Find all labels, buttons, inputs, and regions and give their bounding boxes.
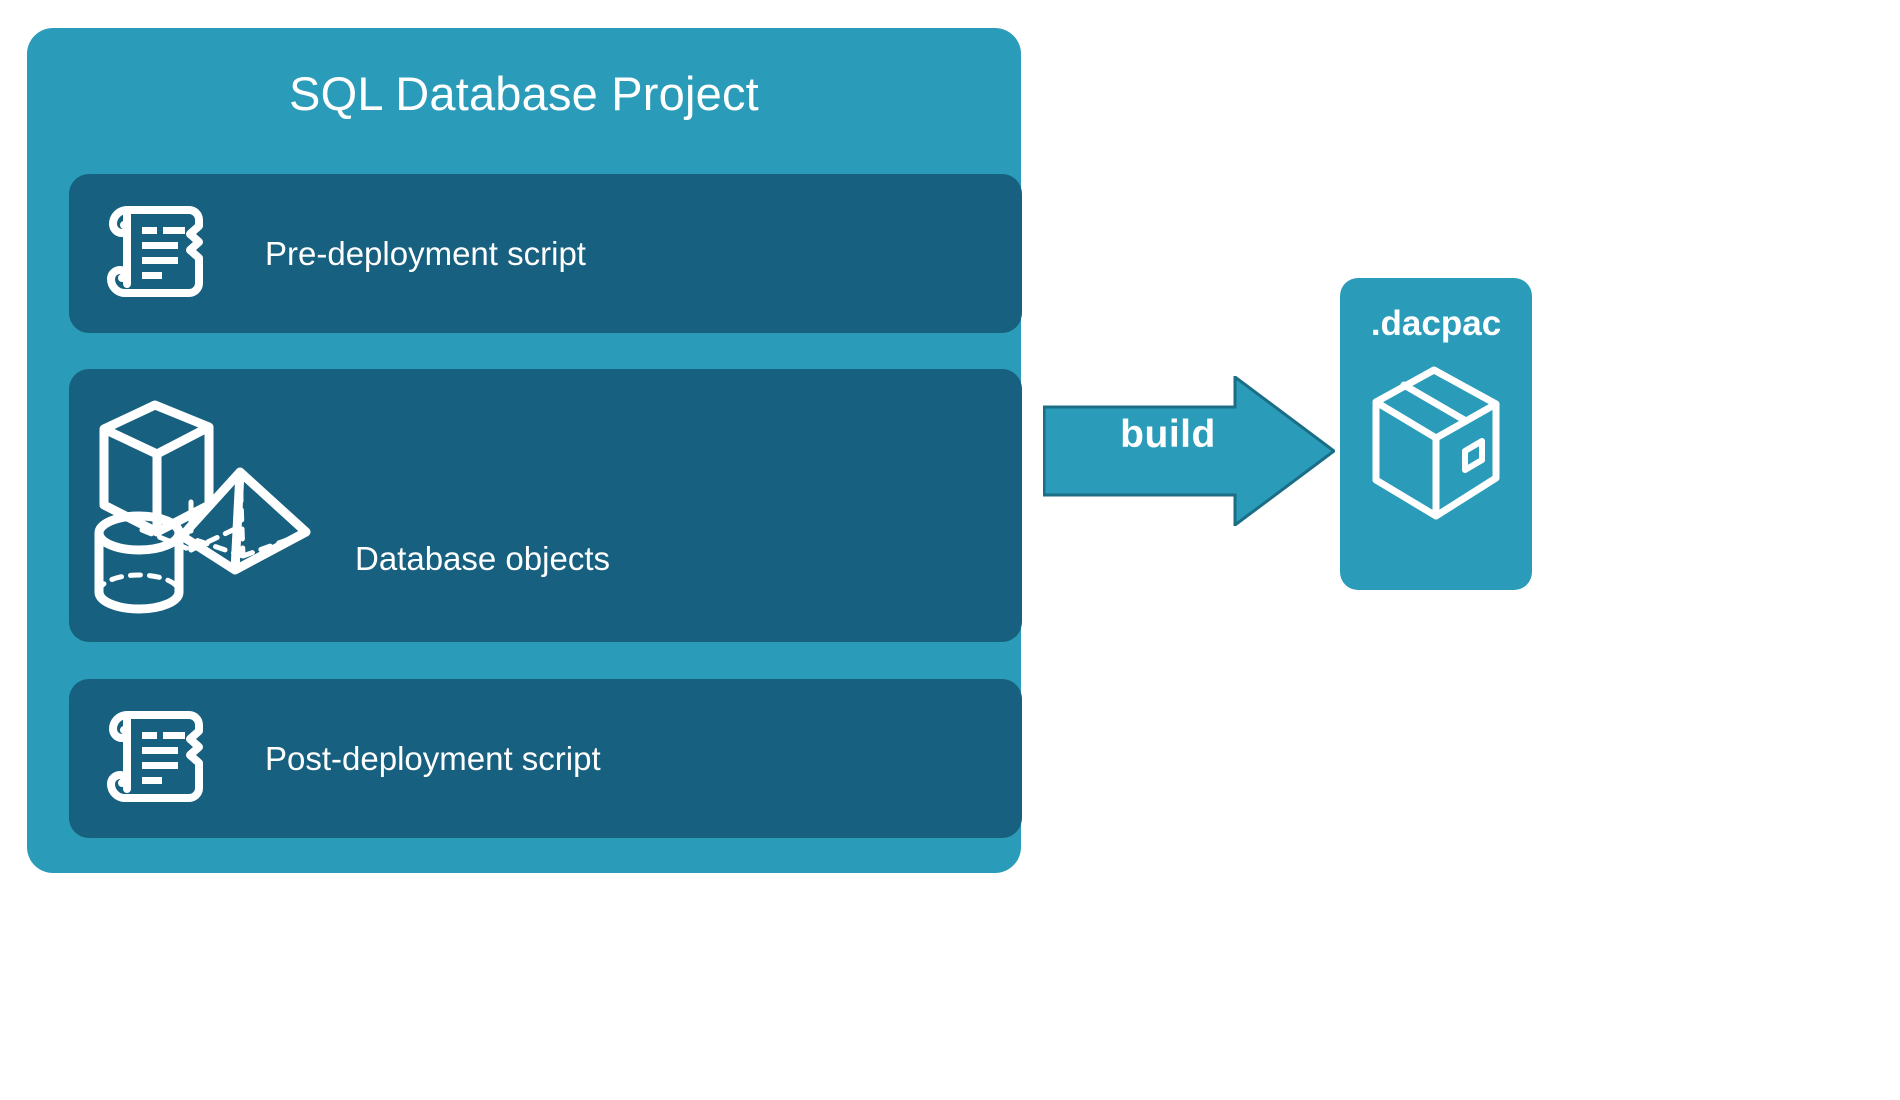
card-database-objects[interactable]: Database objects (tables, stored procs, … bbox=[69, 369, 1022, 711]
scroll-icon bbox=[91, 196, 211, 311]
build-arrow-label: build bbox=[1120, 413, 1216, 456]
card-database-objects-label-line1: Database objects bbox=[355, 539, 610, 577]
card-pre-deployment-script[interactable]: Pre-deployment script bbox=[69, 174, 1022, 332]
dacpac-title: .dacpac bbox=[1370, 304, 1502, 343]
card-post-deployment-script[interactable]: Post-deployment script bbox=[69, 679, 1022, 837]
database-objects-icon-group bbox=[87, 387, 342, 622]
scroll-icon bbox=[91, 701, 211, 816]
build-arrow-icon bbox=[1042, 374, 1337, 528]
sql-database-project-container: SQL Database Project bbox=[27, 28, 1022, 873]
card-post-deployment-label: Post-deployment script bbox=[265, 740, 601, 777]
dacpac-output-container: .dacpac bbox=[1340, 278, 1532, 590]
card-pre-deployment-label: Pre-deployment script bbox=[265, 235, 586, 272]
package-box-icon bbox=[1370, 366, 1502, 526]
page-title: SQL Database Project bbox=[289, 67, 759, 120]
